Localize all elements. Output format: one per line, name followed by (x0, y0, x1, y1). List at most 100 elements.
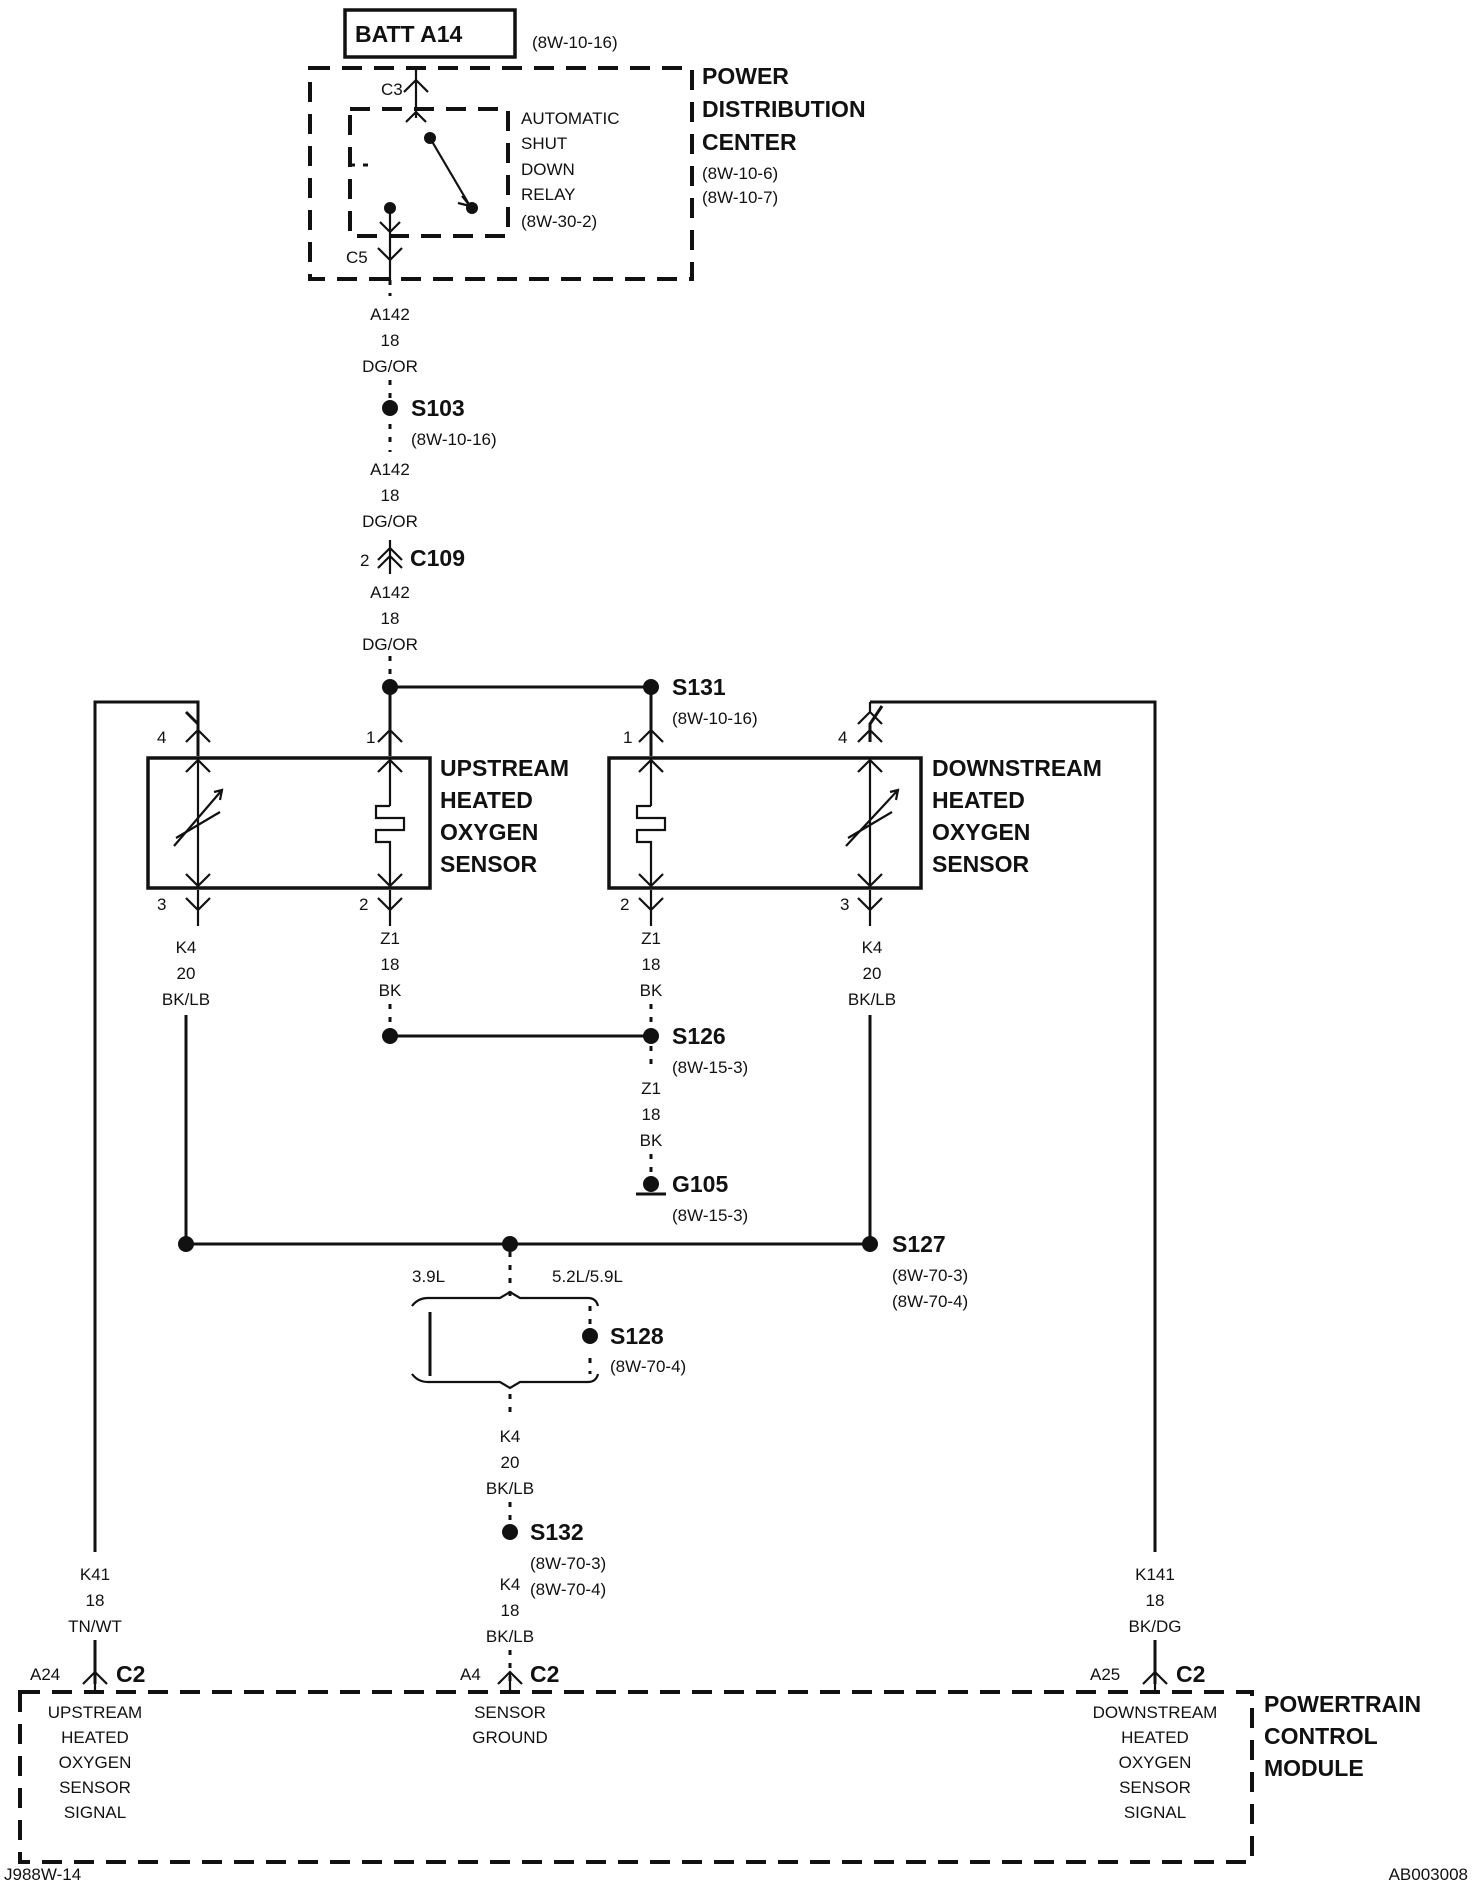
s103-splice-dot (382, 400, 398, 416)
pdc-outline (308, 66, 694, 281)
downstream-k4-circuit: K4 (862, 938, 883, 957)
pdc-name-1: POWER (702, 63, 789, 89)
downstream-sensor-body (607, 756, 923, 890)
pcm-downstream-signal-5: SIGNAL (1124, 1803, 1186, 1822)
pcm-a4-connector (497, 1670, 523, 1692)
relay-switch-arm (429, 137, 471, 207)
downstream-name-4: SENSOR (932, 851, 1030, 877)
upstream-name-4: SENSOR (440, 851, 538, 877)
asd-relay-outline (348, 107, 510, 238)
pdc-name-2: DISTRIBUTION (702, 96, 866, 122)
s126-ref: (8W-15-3) (672, 1058, 748, 1077)
downstream-k4-gauge: 20 (863, 964, 882, 983)
pcm-upstream-signal-2: HEATED (61, 1728, 129, 1747)
asd-name-1: AUTOMATIC (521, 109, 620, 128)
upstream-name-3: OXYGEN (440, 819, 538, 845)
a142-gauge-3: 18 (381, 609, 400, 628)
downstream-name-1: DOWNSTREAM (932, 755, 1102, 781)
upstream-heater-element (374, 758, 406, 888)
a142-circuit-3: A142 (370, 583, 410, 602)
batt-label: BATT A14 (355, 21, 463, 47)
k41-signal-wire (93, 700, 200, 1552)
footer-left-code: J988W-14 (4, 1865, 81, 1884)
s132-splice-dot (502, 1524, 518, 1540)
pcm-pin-a25: A25 (1090, 1665, 1120, 1684)
upstream-k4-circuit: K4 (176, 938, 197, 957)
s132-ref-2: (8W-70-4) (530, 1580, 606, 1599)
downstream-z1-gauge: 18 (642, 955, 661, 974)
upstream-pin-2: 2 (359, 895, 368, 914)
k141-color: BK/DG (1129, 1617, 1182, 1636)
upstream-pin-3: 3 (157, 895, 166, 914)
s132-ref-1: (8W-70-3) (530, 1554, 606, 1573)
engine-option-52-59: 5.2L/5.9L (552, 1267, 623, 1286)
pcm-c2-label-2: C2 (530, 1661, 559, 1687)
s127-label: S127 (892, 1231, 946, 1257)
upstream-name-1: UPSTREAM (440, 755, 569, 781)
s131-label: S131 (672, 674, 726, 700)
downstream-heater-element (635, 758, 667, 888)
downstream-pin3-connector (857, 890, 883, 926)
upstream-z1-color: BK (379, 981, 402, 1000)
c109-label: C109 (410, 545, 465, 571)
pcm-upstream-signal-1: UPSTREAM (48, 1703, 142, 1722)
batt-ref: (8W-10-16) (532, 33, 618, 52)
ground-z1-circuit: Z1 (641, 1079, 661, 1098)
pcm-c2-label-1: C2 (116, 1661, 145, 1687)
k141-circuit: K141 (1135, 1565, 1175, 1584)
downstream-pin-3: 3 (840, 895, 849, 914)
pcm-downstream-signal-4: SENSOR (1119, 1778, 1191, 1797)
pcm-name-2: CONTROL (1264, 1723, 1378, 1749)
s127-ref-1: (8W-70-3) (892, 1266, 968, 1285)
s131-ref: (8W-10-16) (672, 709, 758, 728)
trunk-k4-circuit: K4 (500, 1427, 521, 1446)
pcm-name-3: MODULE (1264, 1755, 1364, 1781)
a142-circuit-2: A142 (370, 460, 410, 479)
s126-splice-dot (643, 1028, 659, 1044)
relay-contact-dot (466, 202, 478, 214)
upstream-pin-4: 4 (157, 728, 166, 747)
g105-label: G105 (672, 1171, 728, 1197)
s103-label: S103 (411, 395, 465, 421)
asd-name-2: SHUT (521, 134, 567, 153)
downstream-pin1-connector (638, 728, 664, 743)
s127-ref-2: (8W-70-4) (892, 1292, 968, 1311)
c5-connector-symbol (377, 236, 403, 280)
pcm-pin-a24: A24 (30, 1665, 60, 1684)
pcm-downstream-signal-2: HEATED (1121, 1728, 1189, 1747)
downstream-pin-1: 1 (623, 728, 632, 747)
upstream-z1-circuit: Z1 (380, 929, 400, 948)
pcm-a25-connector (1142, 1670, 1168, 1692)
pcm-sensor-ground-2: GROUND (472, 1728, 548, 1747)
upstream-pin-1: 1 (366, 728, 375, 747)
s132-label: S132 (530, 1519, 584, 1545)
engine-option-top-bracket (411, 1290, 600, 1307)
downstream-pin-2: 2 (620, 895, 629, 914)
pcm-k4-color: BK/LB (486, 1627, 534, 1646)
pcm-downstream-signal-1: DOWNSTREAM (1093, 1703, 1218, 1722)
downstream-name-2: HEATED (932, 787, 1025, 813)
upstream-pin2-connector (377, 890, 403, 926)
s128-ref: (8W-70-4) (610, 1357, 686, 1376)
pdc-name-3: CENTER (702, 129, 797, 155)
pcm-downstream-signal-3: OXYGEN (1119, 1753, 1192, 1772)
downstream-k4-color: BK/LB (848, 990, 896, 1009)
trunk-k4-gauge: 20 (501, 1453, 520, 1472)
a142-circuit-1: A142 (370, 305, 410, 324)
s127-center-dot (502, 1236, 518, 1252)
downstream-sensor-element-plate (847, 811, 893, 839)
pcm-upstream-signal-5: SIGNAL (64, 1803, 126, 1822)
a142-gauge-2: 18 (381, 486, 400, 505)
s126-label: S126 (672, 1023, 726, 1049)
relay-output-arrow (379, 208, 401, 236)
downstream-sensor-variable-arrow (845, 788, 900, 847)
pdc-ref-1: (8W-10-6) (702, 164, 778, 183)
upstream-k4-color: BK/LB (162, 990, 210, 1009)
k41-gauge: 18 (86, 1591, 105, 1610)
c109-connector-symbol (377, 540, 403, 574)
batt-box (343, 8, 517, 59)
c109-pin: 2 (360, 551, 369, 570)
ground-z1-gauge: 18 (642, 1105, 661, 1124)
downstream-z1-circuit: Z1 (641, 929, 661, 948)
